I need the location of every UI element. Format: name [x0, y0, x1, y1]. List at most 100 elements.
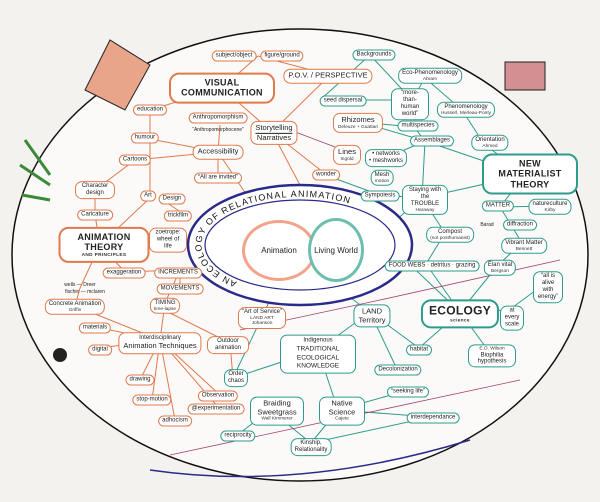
node-trickfilm: trickfilm: [163, 210, 193, 222]
node-anthropomorphism: Anthropomorphism: [188, 112, 248, 124]
node-exaggeration: exaggeration: [102, 267, 146, 279]
compost-label: Compost: [437, 228, 463, 235]
node-figure-ground: figure/ground: [260, 50, 304, 62]
detritus-label: · detritus: [426, 262, 451, 269]
node-experimentation: @experimentation: [187, 403, 245, 415]
not-posthumanist-label: (not posthumanist): [430, 235, 470, 241]
node-multispecies: multispecies: [397, 120, 439, 132]
node-backgrounds: Backgrounds: [352, 49, 396, 61]
node-digital: digital: [88, 344, 112, 356]
orientation-label: Orientation: [475, 136, 505, 143]
center-animation-label: Animation: [261, 246, 297, 255]
vibrant-label: Vibrant Matter: [505, 239, 543, 246]
node-kinship: Kinship,Relationality: [290, 438, 332, 456]
node-subject-object: subject/object: [211, 50, 257, 62]
node-character-design: Character design: [75, 181, 115, 199]
phenomenology-label: Phenomenology: [444, 103, 488, 110]
mesh-label: Mesh: [374, 171, 390, 178]
node-reciprocity: reciprocity: [220, 430, 256, 442]
node-interdependance: interdependance: [406, 412, 460, 424]
node-design: Design: [158, 193, 186, 205]
node-seeking-life: “seeking life”: [386, 386, 430, 398]
kirby-label: Kirby: [544, 207, 556, 213]
building-decoration: [504, 61, 546, 91]
kinship-label: Kinship,: [300, 440, 322, 447]
networks-label: • networks: [372, 151, 400, 158]
eco-phen-label: Eco-Phenomenology: [402, 69, 458, 76]
node-sympoiesis: Sympoiesis: [360, 190, 400, 202]
motion-label: motion: [374, 178, 390, 184]
naturecultures-label: natureculture: [532, 200, 568, 207]
center-living-world: Living World: [308, 218, 364, 282]
timing-label: TIMING: [154, 299, 176, 306]
science-label: science: [450, 318, 470, 324]
node-networks: • networks• meshworks: [364, 149, 408, 167]
node-assemblages: Assemblages: [409, 135, 455, 147]
rhizomes-label: Rhizomes: [341, 114, 375, 124]
kite-decoration: [84, 39, 151, 111]
node-caricature: Caricature: [77, 209, 113, 221]
chaos-label: chaos: [227, 378, 245, 384]
narratives-label: Narratives: [256, 132, 292, 142]
animation-theory-sub: AND PRINCIPLES: [81, 252, 127, 258]
node-observation: Observation: [197, 390, 239, 402]
ahmed-label: Ahmed: [482, 143, 498, 149]
food-webs-label: FOOD WEBS: [388, 262, 426, 269]
territory-label: Territory: [358, 315, 386, 324]
node-materials: materials: [78, 322, 112, 334]
node-outdoor-animation: Outdoor animation: [207, 336, 249, 354]
node-education: education: [132, 104, 168, 116]
land-art-label: LAND ART: [250, 315, 274, 321]
cajete-label: Cajete: [335, 416, 349, 422]
node-habitat: habitat: [405, 344, 433, 356]
land-label: LAND: [361, 306, 382, 316]
animation-techniques-label: Animation Techniques: [123, 341, 197, 351]
label-barad: Barad: [480, 222, 494, 228]
node-every-scale: at every scale: [500, 305, 524, 331]
node-compost: Compost(not posthumanist): [426, 226, 474, 244]
node-drawing: drawing: [125, 374, 155, 386]
braiding-label: Braiding Sweetgrass: [257, 398, 297, 417]
node-diffraction: diffraction: [503, 219, 537, 231]
ingold-label: Ingold: [340, 156, 354, 162]
node-fischin: fischin — mclaren: [65, 289, 105, 295]
tek-label: TRADITIONAL ECOLOGICAL KNOWLEDGE: [296, 345, 340, 370]
deleuze-label: Deleuze + Guattari: [337, 124, 379, 130]
abram-label: Abram: [422, 76, 438, 82]
ecology-label: ECOLOGY: [428, 303, 492, 318]
order-label: Order: [228, 371, 244, 378]
native-label: Native Science: [328, 398, 356, 417]
node-all-invited: “All are invited”: [193, 172, 243, 184]
node-stop-motion: stop-motion: [132, 394, 172, 406]
node-new-materialist-theory: NEW MATERIALIST THEORY: [482, 153, 578, 195]
node-seed-dispersal: seed dispersal: [319, 95, 367, 107]
art-service-label: “Art of Service”: [241, 309, 283, 316]
node-movements: MOVEMENTS: [156, 283, 204, 295]
lines-label: Lines: [338, 146, 356, 156]
node-wonder: wonder: [312, 169, 340, 181]
concrete-label: Concrete Animation: [48, 300, 102, 307]
staying-label: Staying with the TROUBLE: [408, 186, 442, 207]
eo-wilson-label: E.O. Wilson: [479, 346, 505, 352]
biophilia-label: Biophilia hypothesis: [477, 351, 507, 365]
kimmerer-label: Wall Kimmerer: [261, 416, 293, 422]
node-all-is-alive: “all is alive with energy”: [533, 271, 563, 303]
johanson-label: Johanson: [251, 321, 273, 327]
node-humour: humour: [130, 132, 160, 144]
node-adhocism: adhocism: [158, 415, 192, 427]
